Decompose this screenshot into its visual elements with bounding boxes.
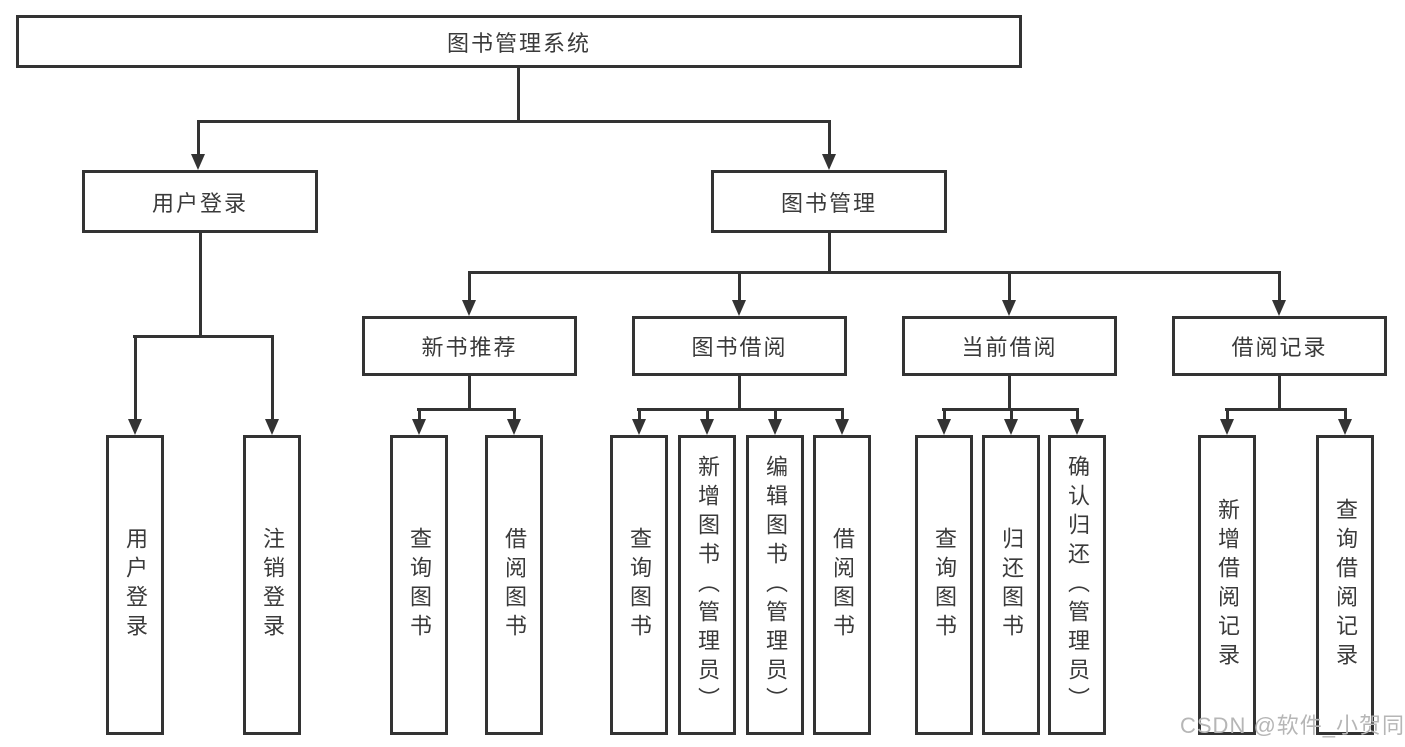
connector-line [468,376,471,408]
connector-line [738,376,741,408]
connector-line [637,408,844,411]
connector-line [468,271,471,303]
connector-line [197,120,200,160]
leaf-label: 注销登录 [260,527,285,643]
leaf-query-borrow-record: 查询借阅记录 [1316,435,1374,735]
arrow-down-icon [632,419,646,435]
leaf-label: 新增借阅记录 [1215,498,1240,672]
connector-line [828,120,831,160]
csdn-watermark: CSDN @软件_小贺同学 [1180,713,1405,738]
leaf-label: 查询图书 [407,527,432,643]
arrow-down-icon [1070,419,1084,435]
leaf-label: 借阅图书 [830,527,855,643]
leaf-label: 查询图书 [627,527,652,643]
leaf-query-books-recommend: 查询图书 [390,435,448,735]
leaf-label: 确认归还（管理员） [1065,454,1090,716]
node-book-management: 图书管理 [711,170,947,233]
connector-line [517,68,520,120]
arrow-down-icon [937,419,951,435]
arrow-down-icon [1220,419,1234,435]
arrow-down-icon [700,419,714,435]
leaf-label: 查询图书 [932,527,957,643]
arrow-down-icon [1272,300,1286,316]
arrow-down-icon [835,419,849,435]
connector-line [271,335,274,419]
leaf-return-book: 归还图书 [982,435,1040,735]
connector-line [513,408,516,421]
leaf-add-borrow-record: 新增借阅记录 [1198,435,1256,735]
connector-line [1344,408,1347,421]
arrow-down-icon [768,419,782,435]
leaf-edit-book-admin: 编辑图书（管理员） [746,435,804,735]
arrow-down-icon [732,300,746,316]
leaf-query-books-current: 查询图书 [915,435,973,735]
leaf-label: 新增图书（管理员） [695,454,720,716]
connector-line [468,271,1281,274]
connector-line [418,408,421,421]
arrow-down-icon [1338,419,1352,435]
leaf-label: 编辑图书（管理员） [763,454,788,716]
connector-line [1278,376,1281,408]
leaf-user-login: 用户登录 [106,435,164,735]
leaf-label: 借阅图书 [502,527,527,643]
node-current-borrowing: 当前借阅 [902,316,1117,376]
connector-line [134,335,137,419]
arrow-down-icon [1004,419,1018,435]
leaf-label: 用户登录 [123,527,148,643]
connector-line [1010,408,1013,421]
connector-line [1225,408,1347,411]
arrow-down-icon [412,419,426,435]
connector-line [1008,376,1011,408]
node-root-library-system: 图书管理系统 [16,15,1022,68]
connector-line [1226,408,1229,421]
node-new-book-recommend: 新书推荐 [362,316,577,376]
node-borrowing-records: 借阅记录 [1172,316,1387,376]
node-book-borrowing: 图书借阅 [632,316,847,376]
connector-line [638,408,641,421]
node-user-login: 用户登录 [82,170,318,233]
connector-line [199,233,202,335]
leaf-query-books-borrowing: 查询图书 [610,435,668,735]
connector-line [197,120,831,123]
leaf-borrow-books-borrowing: 借阅图书 [813,435,871,735]
arrow-down-icon [1002,300,1016,316]
arrow-down-icon [128,419,142,435]
connector-line [1278,271,1281,303]
connector-line [774,408,777,421]
arrow-down-icon [265,419,279,435]
arrow-down-icon [507,419,521,435]
connector-line [133,335,274,338]
leaf-label: 归还图书 [999,527,1024,643]
arrow-down-icon [191,154,205,170]
connector-line [841,408,844,421]
leaf-add-book-admin: 新增图书（管理员） [678,435,736,735]
connector-line [828,233,831,271]
arrow-down-icon [822,154,836,170]
connector-line [1076,408,1079,421]
leaf-label: 查询借阅记录 [1333,498,1358,672]
connector-line [738,271,741,303]
leaf-logout: 注销登录 [243,435,301,735]
leaf-confirm-return-admin: 确认归还（管理员） [1048,435,1106,735]
leaf-borrow-books-recommend: 借阅图书 [485,435,543,735]
connector-line [417,408,516,411]
connector-line [1008,271,1011,303]
arrow-down-icon [462,300,476,316]
connector-line [706,408,709,421]
connector-line [943,408,946,421]
